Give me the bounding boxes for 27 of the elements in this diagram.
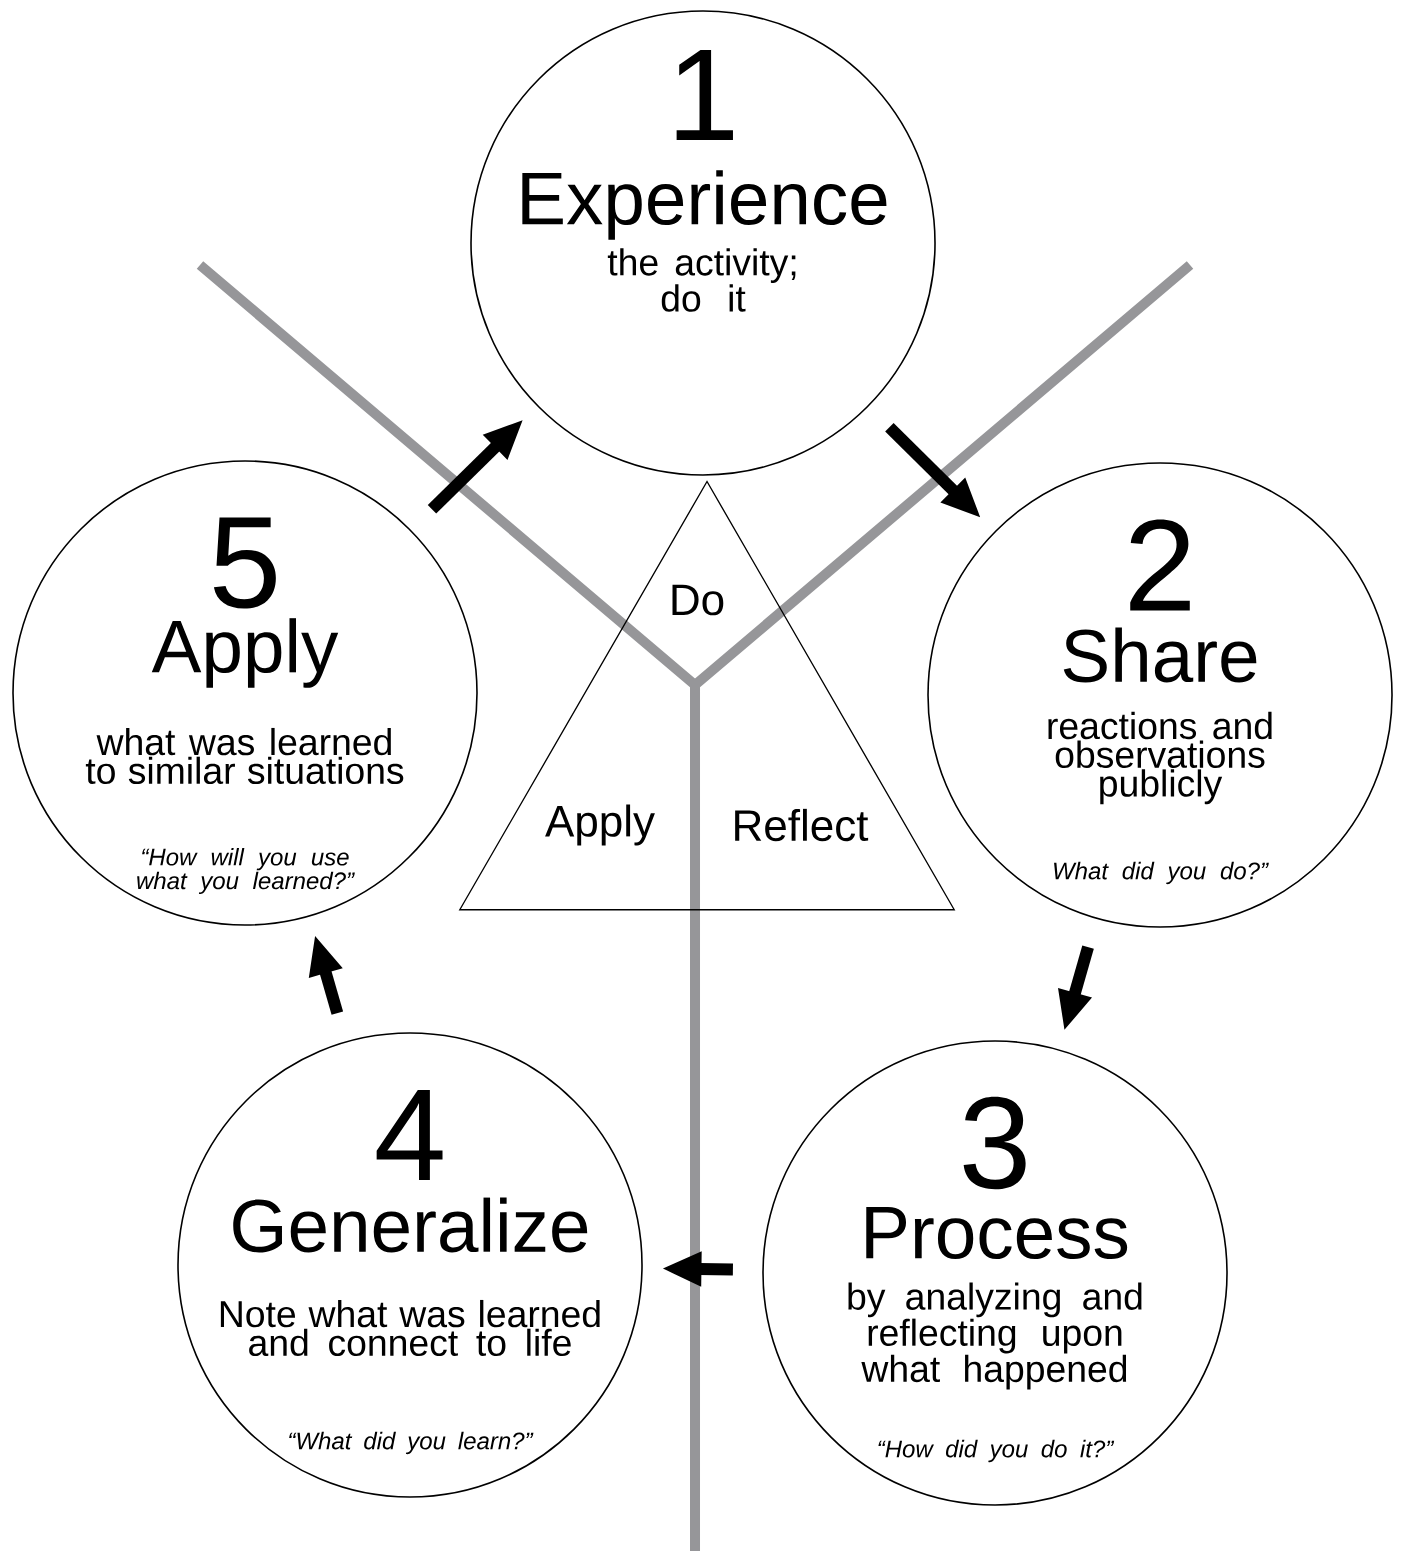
step-description: Note what was learned and connect to life — [220, 1299, 600, 1357]
step-title: Experience — [522, 170, 887, 240]
step-description: reactions and observations publicly — [1048, 711, 1272, 805]
question-text: “How will you use what you learned?” — [137, 847, 355, 895]
step-number: 5 — [213, 517, 276, 609]
step-title: Share — [1063, 627, 1257, 683]
triangle-label: Reflect — [735, 808, 869, 842]
step-description: by analyzing and reflecting upon what happened — [848, 1282, 1142, 1390]
step-number: 2 — [1130, 519, 1190, 611]
step-circle — [470, 10, 936, 476]
triangle-label: Do — [672, 584, 724, 616]
step-circle — [177, 1032, 643, 1498]
question-text: What did you do?” — [1054, 861, 1269, 885]
step-circle — [927, 462, 1393, 928]
step-circle — [12, 460, 478, 926]
step-description: what was learned to similar situations — [85, 727, 404, 785]
step-circle — [762, 1040, 1228, 1506]
question-text: “How did you do it?” — [878, 1439, 1115, 1463]
step-number: 4 — [376, 1090, 443, 1180]
triangle-label: Apply — [545, 804, 655, 846]
step-title: Apply — [151, 618, 339, 688]
step-number: 3 — [963, 1096, 1026, 1190]
question-text: “What did you learn?” — [289, 1431, 534, 1455]
step-description: the activity; do it — [607, 248, 796, 312]
step-title: Process — [866, 1206, 1128, 1260]
step-number: 1 — [676, 50, 733, 140]
step-title: Generalize — [233, 1197, 588, 1253]
